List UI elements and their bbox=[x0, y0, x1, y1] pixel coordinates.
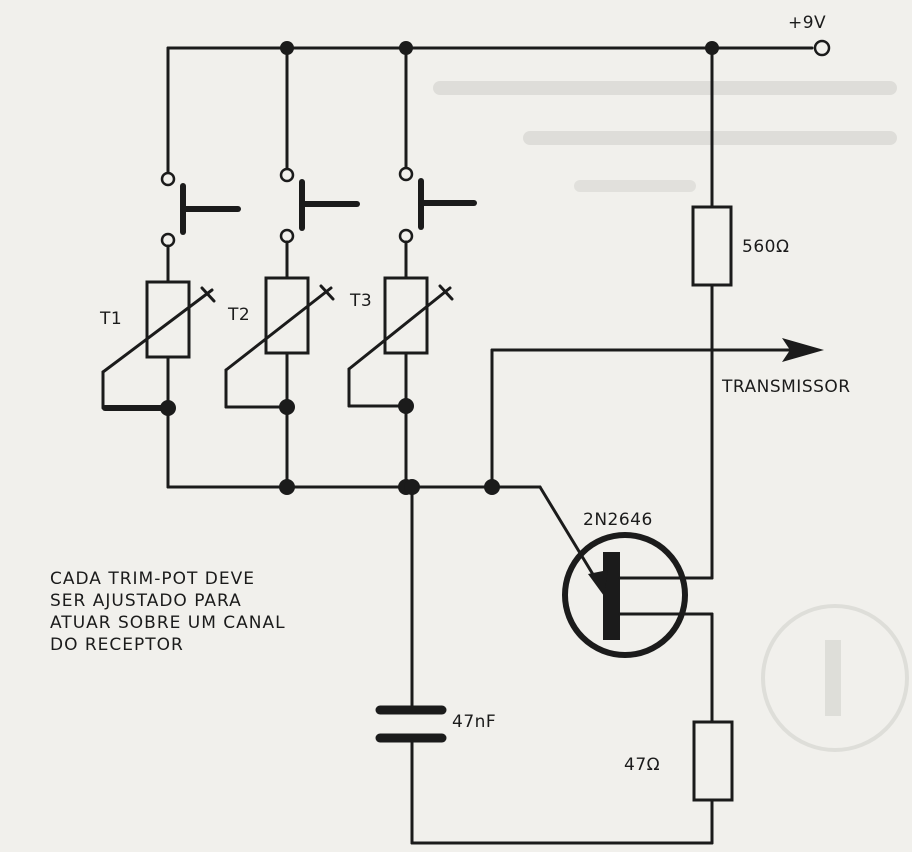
ujt-emitter-lead bbox=[538, 485, 602, 588]
supply-terminal bbox=[813, 39, 831, 57]
trimpot-t1-label: T1 bbox=[99, 309, 122, 329]
capacitor-label: 47nF bbox=[452, 712, 496, 732]
resistor-47-body bbox=[692, 720, 734, 802]
output-arrow-icon bbox=[782, 338, 824, 362]
resistor-560-body bbox=[691, 205, 733, 287]
switch-t3-bottom-contact bbox=[398, 228, 414, 244]
transistor-label: 2N2646 bbox=[583, 510, 653, 530]
ujt-envelope bbox=[562, 532, 688, 658]
branch-t3: T3 bbox=[347, 41, 477, 495]
transmitter-label: TRANSMISSOR bbox=[721, 377, 851, 397]
supply-label: +9V bbox=[788, 13, 826, 33]
trimpot-t1 bbox=[145, 280, 191, 359]
resistor-560-label: 560Ω bbox=[742, 237, 789, 257]
branch-t2: T2 bbox=[224, 41, 360, 495]
adjustment-note: CADA TRIM-POT DEVE SER AJUSTADO PARA ATU… bbox=[50, 569, 286, 655]
switch-t1-top-contact bbox=[160, 171, 176, 187]
switch-t2-top-contact bbox=[279, 167, 295, 183]
switch-t3-top-contact bbox=[398, 166, 414, 182]
branch-t1: T1 bbox=[99, 46, 241, 489]
bleed-through-texture bbox=[433, 81, 909, 752]
switch-t1-bottom-contact bbox=[160, 232, 176, 248]
capacitor-47nf: 47nF bbox=[375, 479, 496, 845]
switch-t2-bottom-contact bbox=[279, 228, 295, 244]
trimpot-t2 bbox=[264, 276, 310, 355]
ujt-2n2646: 2N2646 bbox=[538, 485, 714, 724]
trimpot-t3-label: T3 bbox=[349, 291, 372, 311]
ujt-base-bar bbox=[603, 552, 620, 640]
trimpot-t3 bbox=[383, 276, 429, 355]
resistor-47: 47Ω bbox=[410, 720, 734, 845]
resistor-47-label: 47Ω bbox=[624, 755, 660, 775]
resistor-560: 560Ω bbox=[691, 41, 789, 580]
output-to-transmitter: TRANSMISSOR bbox=[484, 338, 851, 495]
emitter-arrow-icon bbox=[588, 570, 608, 596]
trimpot-t2-label: T2 bbox=[227, 305, 250, 325]
